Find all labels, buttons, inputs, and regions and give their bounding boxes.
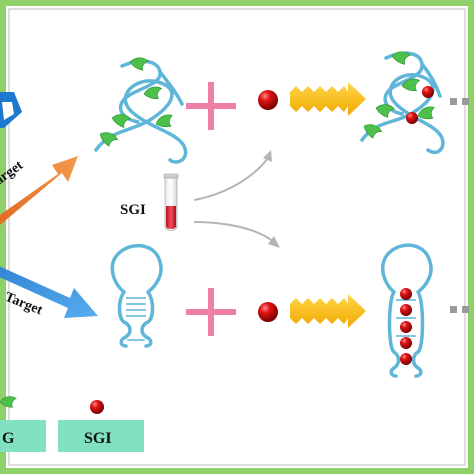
plus-sign-top (186, 82, 236, 130)
blue-target-arrow (0, 266, 98, 318)
ellipsis-top (450, 98, 469, 105)
ellipsis-bottom (450, 306, 469, 313)
legend-sgi-dot (90, 400, 104, 414)
grey-curved-arrow-up (193, 150, 272, 201)
yellow-arrow-bottom (290, 294, 366, 328)
orange-target-arrow (0, 156, 78, 225)
g-quadruplex-complex (360, 51, 445, 155)
bound-sgi-dot-1 (422, 86, 434, 98)
bound-sgi-dot-2 (406, 112, 418, 124)
hairpin-dot-1 (400, 288, 412, 300)
sgi-tube-label: SGI (120, 202, 146, 218)
sgi-tube-icon (163, 173, 179, 231)
g-quadruplex-strand (94, 59, 188, 164)
hairpin-dot-5 (400, 353, 412, 365)
legend-g-box (0, 420, 46, 452)
legend-sgi-label: SGI (84, 430, 112, 447)
sgi-dot-bottom (258, 302, 278, 322)
legend-g-label: G (2, 430, 15, 447)
yellow-arrow-top (290, 82, 366, 116)
inner-grey-frame (8, 8, 466, 466)
hairpin-structure (110, 243, 163, 348)
hairpin-dot-3 (400, 321, 412, 333)
partial-blue-shape-hole (2, 102, 14, 120)
hairpin-dot-4 (400, 337, 412, 349)
plus-sign-bottom (186, 288, 236, 336)
legend-sgi-box (58, 420, 144, 452)
g-leaf-1 (128, 55, 150, 72)
hairpin-dot-2 (400, 304, 412, 316)
sgi-dot-top (258, 90, 278, 110)
grey-curved-arrow-down (193, 221, 280, 248)
